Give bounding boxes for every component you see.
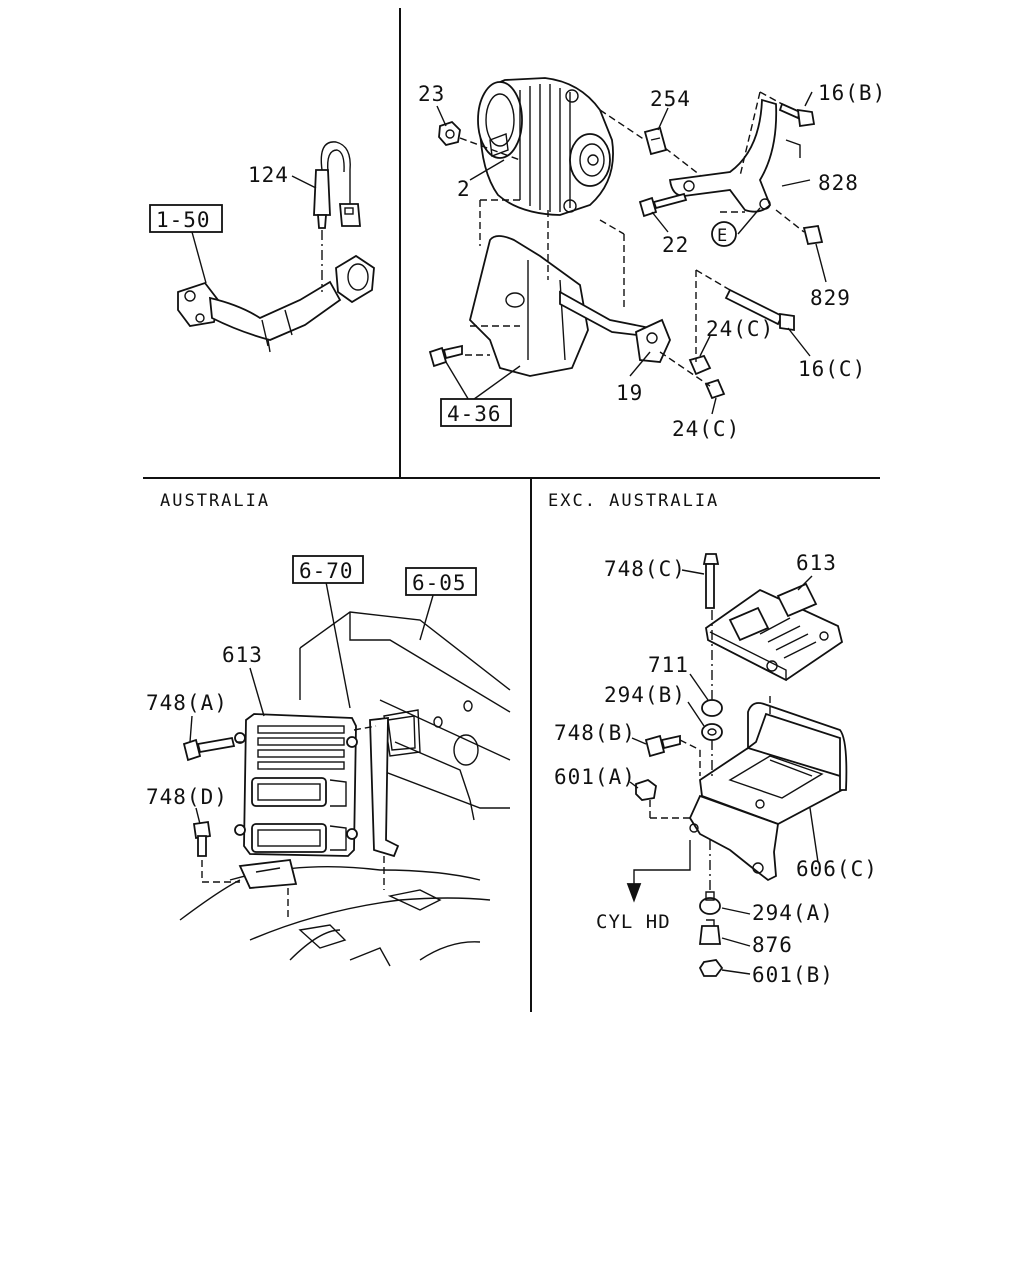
label-254: 254 [650,87,691,111]
leaders-exc-australia [629,569,819,975]
bolts-top-right [428,102,824,400]
section-exc-australia: EXC. AUSTRALIA [548,491,719,511]
label-294b: 294(B) [604,683,686,707]
label-124: 124 [248,163,289,187]
label-16b: 16(B) [818,81,886,105]
label-294a: 294(A) [752,901,834,925]
leaders-top-left [191,175,317,284]
label-748b: 748(B) [554,721,636,745]
vehicle-frame [179,611,511,967]
mounting-bracket-606c [688,702,848,882]
ref-6-05: 6-05 [412,571,467,595]
label-829: 829 [810,286,851,310]
bracket-254 [643,126,668,156]
leaders-australia [189,581,435,825]
label-2: 2 [457,177,471,201]
ref-box-6-05: 6-05 [405,567,477,596]
cyl-hd-arrow [626,840,691,903]
ecm-module-exc-australia [705,582,844,682]
leaders-top-right [436,91,827,415]
label-19: 19 [616,381,643,405]
label-24c-lower: 24(C) [672,417,740,441]
ref-1-50: 1-50 [156,208,211,232]
engine-bracket [469,235,671,377]
label-e: E [717,226,728,246]
label-cyl-hd: CYL HD [596,911,671,933]
generator [477,77,614,216]
panel-dividers [143,8,880,1012]
label-601a: 601(A) [554,765,636,789]
ecm-module-australia [234,713,358,857]
label-23: 23 [418,82,445,106]
ref-box-4-36: 4-36 [440,398,512,427]
label-828: 828 [818,171,859,195]
label-16c: 16(C) [798,357,866,381]
label-613: 613 [796,551,837,575]
ref-4-36: 4-36 [447,402,502,426]
label-613-australia: 613 [222,643,263,667]
callout-e: E [711,221,737,247]
small-parts-exc-australia [635,553,724,977]
ecm-bracket-australia [238,716,400,889]
label-748c: 748(C) [604,557,686,581]
nut-23 [438,120,461,147]
bolts-australia [182,736,236,857]
ref-box-1-50: 1-50 [149,204,223,233]
ref-6-70: 6-70 [299,559,354,583]
label-22: 22 [662,233,689,257]
label-606c: 606(C) [796,857,878,881]
exhaust-pipe-assembly [177,230,375,353]
label-748d: 748(D) [146,785,228,809]
dash-lines-top-right [459,91,805,387]
dash-lines-australia [201,725,385,918]
section-australia: AUSTRALIA [160,491,270,511]
brace-828 [668,98,801,213]
ref-box-6-70: 6-70 [292,555,364,584]
label-601b: 601(B) [752,963,834,987]
dash-lines-exc-australia [649,610,771,892]
label-711: 711 [648,653,689,677]
label-748a: 748(A) [146,691,228,715]
label-876: 876 [752,933,793,957]
o2-sensor [313,141,361,229]
label-24c-upper: 24(C) [706,317,774,341]
